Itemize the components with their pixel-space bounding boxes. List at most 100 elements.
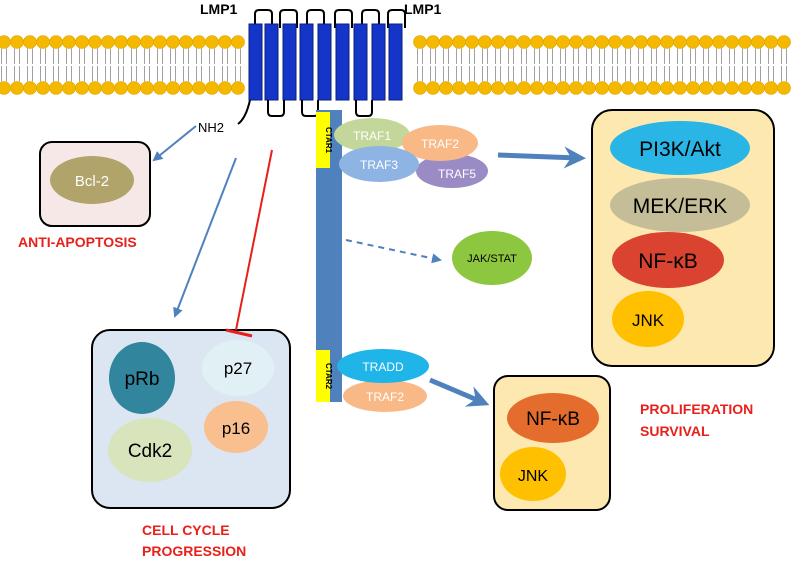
lipid-head bbox=[218, 81, 232, 95]
mek-erk-label: MEK/ERK bbox=[633, 195, 728, 218]
lipid-head bbox=[426, 81, 440, 95]
lipid-head bbox=[413, 35, 427, 49]
lipid-head bbox=[439, 35, 453, 49]
lipid-head bbox=[426, 35, 440, 49]
nfkb-node bbox=[612, 232, 724, 288]
lipid-head bbox=[101, 35, 115, 49]
lipid-head bbox=[647, 35, 661, 49]
small-nfkb-node bbox=[507, 393, 599, 443]
cell-cycle-label-line1: CELL CYCLE bbox=[142, 522, 230, 538]
p27-label: p27 bbox=[224, 359, 252, 378]
lipid-head bbox=[764, 35, 778, 49]
lipid-head bbox=[686, 81, 700, 95]
traf5-node bbox=[416, 154, 488, 188]
small-jnk-node bbox=[500, 447, 566, 501]
lipid-head bbox=[517, 35, 531, 49]
ctar1-label: CTAR1 bbox=[324, 127, 333, 154]
lipid-head bbox=[179, 35, 193, 49]
lipid-head bbox=[10, 81, 24, 95]
lipid-head bbox=[75, 35, 89, 49]
lipid-head bbox=[634, 81, 648, 95]
lipid-head bbox=[140, 35, 154, 49]
lmp1-label-right: LMP1 bbox=[404, 1, 442, 17]
traf1-label: TRAF1 bbox=[353, 129, 391, 143]
lipid-head bbox=[569, 35, 583, 49]
cell-membrane bbox=[0, 35, 791, 95]
prb-label: pRb bbox=[125, 369, 160, 390]
lipid-head bbox=[504, 35, 518, 49]
lipid-head bbox=[114, 35, 128, 49]
lipid-head bbox=[88, 81, 102, 95]
lipid-head bbox=[452, 81, 466, 95]
lipid-head bbox=[101, 81, 115, 95]
survival-label: SURVIVAL bbox=[640, 423, 710, 439]
lipid-head bbox=[192, 35, 206, 49]
traf-to-pathways-arrow bbox=[497, 146, 586, 169]
lipid-head bbox=[595, 81, 609, 95]
lipid-head bbox=[491, 35, 505, 49]
lipid-head bbox=[699, 35, 713, 49]
lipid-head bbox=[452, 35, 466, 49]
jnk-node bbox=[612, 291, 684, 347]
lipid-head bbox=[621, 81, 635, 95]
cell-cycle-label-line2: PROGRESSION bbox=[142, 543, 246, 559]
lipid-head bbox=[595, 35, 609, 49]
nfkb-label: NF-κB bbox=[638, 250, 698, 273]
tradd-label: TRADD bbox=[362, 360, 404, 374]
lipid-head bbox=[699, 81, 713, 95]
lipid-head bbox=[751, 81, 765, 95]
lipid-head bbox=[530, 81, 544, 95]
lipid-head bbox=[192, 81, 206, 95]
lipid-head bbox=[751, 35, 765, 49]
lipid-head bbox=[634, 35, 648, 49]
lipid-head bbox=[517, 81, 531, 95]
jak-stat-dashed-arrow bbox=[345, 239, 442, 264]
traf2-top-label: TRAF2 bbox=[421, 137, 459, 151]
lipid-head bbox=[478, 81, 492, 95]
lipid-head bbox=[166, 35, 180, 49]
lipid-head bbox=[725, 35, 739, 49]
lipid-head bbox=[127, 81, 141, 95]
lipid-head bbox=[673, 81, 687, 95]
small-nfkb-label: NF-κB bbox=[526, 409, 580, 430]
pi3k-label: PI3K/Akt bbox=[639, 138, 721, 161]
lipid-head bbox=[153, 35, 167, 49]
proliferation-label: PROLIFERATION bbox=[640, 401, 753, 417]
lipid-head bbox=[114, 81, 128, 95]
p16-label: p16 bbox=[222, 419, 250, 438]
traf2-bottom-label: TRAF2 bbox=[366, 390, 404, 404]
lipid-head bbox=[23, 35, 37, 49]
lipid-head bbox=[569, 81, 583, 95]
lipid-head bbox=[543, 81, 557, 95]
lmp1-loops bbox=[254, 9, 406, 28]
traf3-label: TRAF3 bbox=[360, 158, 398, 172]
ctar2-region bbox=[316, 350, 330, 402]
jnk-label: JNK bbox=[632, 311, 665, 330]
lipid-head bbox=[712, 35, 726, 49]
lipid-head bbox=[62, 81, 76, 95]
lipid-head bbox=[36, 81, 50, 95]
lipid-head bbox=[725, 81, 739, 95]
lipid-head bbox=[777, 81, 791, 95]
ctar1-region bbox=[316, 112, 330, 168]
traf1-node bbox=[334, 118, 410, 152]
p16-node bbox=[204, 401, 268, 453]
tradd-node bbox=[337, 349, 429, 383]
lipid-head bbox=[23, 81, 37, 95]
lipid-head bbox=[673, 35, 687, 49]
lipid-head bbox=[75, 81, 89, 95]
lipid-head bbox=[140, 81, 154, 95]
lipid-head bbox=[205, 35, 219, 49]
anti-apoptosis-label: ANTI-APOPTOSIS bbox=[18, 234, 137, 250]
ctar2-label: CTAR2 bbox=[324, 363, 333, 390]
mek-erk-node bbox=[610, 178, 750, 232]
lipid-head bbox=[439, 81, 453, 95]
lipid-head bbox=[556, 81, 570, 95]
lipid-head bbox=[764, 81, 778, 95]
lipid-head bbox=[62, 35, 76, 49]
lipid-head bbox=[777, 35, 791, 49]
small-jnk-label: JNK bbox=[518, 468, 549, 485]
lmp1-lower-loops bbox=[237, 99, 373, 125]
lipid-head bbox=[504, 81, 518, 95]
